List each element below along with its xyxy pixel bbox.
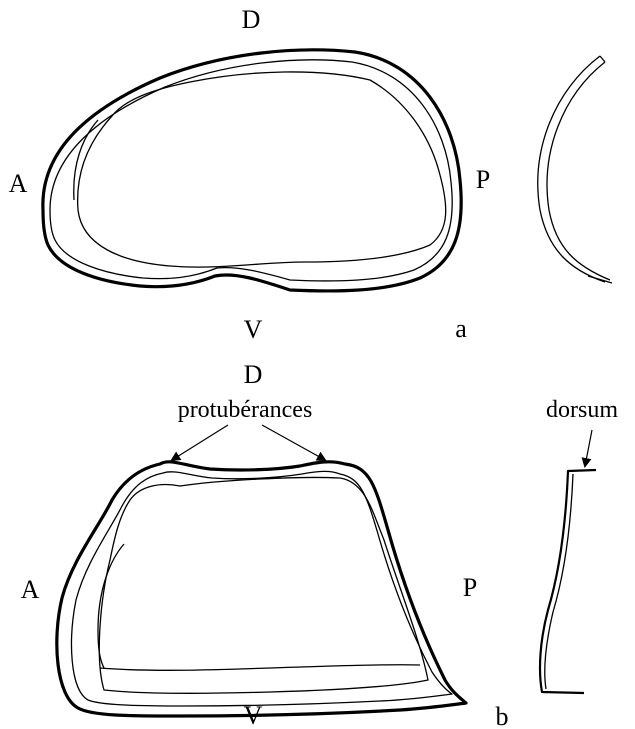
panel-b: D protubérances dorsum A P V b: [21, 360, 619, 729]
panel-b-side-view-inner: [545, 474, 573, 689]
panel-a-letter: a: [455, 314, 467, 343]
panel-a-rim-outline: [50, 60, 452, 281]
panel-a-side-view-cap-top: [600, 56, 605, 62]
panel-b-posterior-label: P: [463, 573, 477, 602]
panel-a-anterior-label: A: [9, 169, 28, 198]
panel-a-anterior-inner-line: [74, 120, 98, 200]
panel-a-dorsal-label: D: [242, 5, 261, 34]
panel-a-side-view-inner: [547, 62, 610, 280]
panel-b-dorsum-arrow: [585, 430, 592, 466]
panel-b-side-view: [540, 470, 596, 693]
panel-b-dorsum-label: dorsum: [546, 397, 618, 423]
panel-b-protuberances-label: protubérances: [178, 397, 313, 423]
panel-b-protuberance-arrow-right: [262, 425, 325, 460]
panel-a-posterior-label: P: [476, 165, 490, 194]
panel-a-inner-lamella: [78, 72, 446, 267]
panel-b-inner-lamella: [99, 477, 428, 693]
panel-b-dorsal-label: D: [244, 360, 263, 389]
panel-b-protuberance-arrow-left: [172, 425, 228, 460]
panel-b-ventral-inner-line: [100, 665, 420, 671]
panel-a-ventral-label: V: [244, 315, 263, 344]
panel-b-anterior-label: A: [21, 575, 40, 604]
panel-b-rim-outline: [72, 471, 452, 706]
panel-b-letter: b: [496, 702, 509, 729]
panel-b-outer-outline: [57, 462, 466, 716]
panel-a: D A P V a: [9, 5, 612, 344]
